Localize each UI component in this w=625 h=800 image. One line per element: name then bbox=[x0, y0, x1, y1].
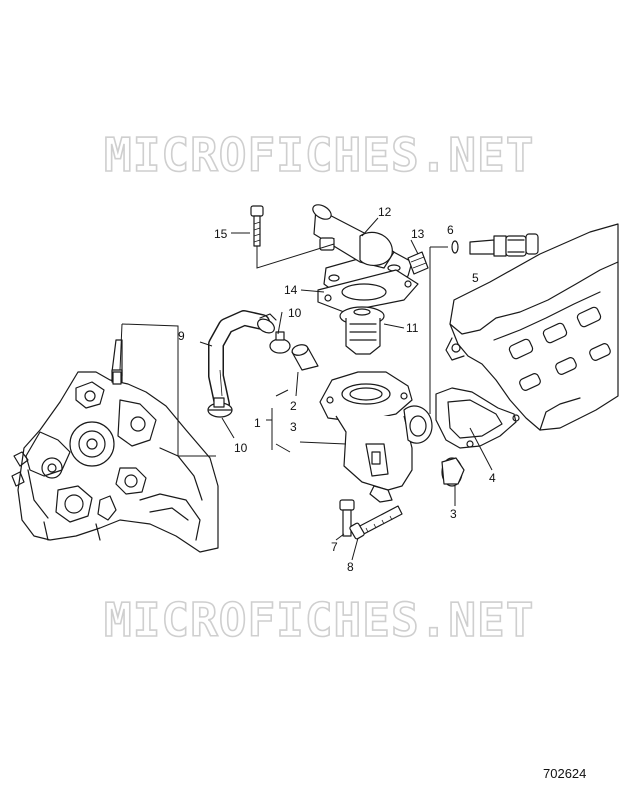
hose-part-9 bbox=[208, 310, 270, 412]
hose-fitting-part-2 bbox=[291, 344, 319, 371]
temperature-sensor-part-5 bbox=[469, 233, 539, 257]
bolt-part-15 bbox=[250, 205, 264, 247]
callout-8: 8 bbox=[347, 560, 354, 574]
callout-3-lower: 3 bbox=[450, 507, 457, 521]
thermostat-part-11 bbox=[339, 306, 385, 355]
callout-13: 13 bbox=[411, 227, 425, 241]
callout-14: 14 bbox=[284, 283, 298, 297]
seal-part-6 bbox=[451, 240, 459, 254]
plug-part-3 bbox=[441, 457, 465, 487]
leader-lines bbox=[119, 217, 493, 561]
callout-12: 12 bbox=[378, 205, 392, 219]
watermark-bottom: MICROFICHES.NET bbox=[104, 593, 534, 647]
callout-3-upper: 3 bbox=[290, 420, 297, 434]
hose-clamp-upper-part-10 bbox=[257, 313, 291, 354]
callout-1: 1 bbox=[254, 416, 261, 430]
callout-10-upper: 10 bbox=[288, 306, 302, 320]
gasket-part-14 bbox=[317, 269, 419, 313]
gasket-part-4 bbox=[435, 387, 520, 449]
callout-7: 7 bbox=[331, 540, 338, 554]
stud-part-13 bbox=[407, 251, 429, 275]
engine-fitting bbox=[112, 371, 122, 385]
callout-9: 9 bbox=[178, 329, 185, 343]
callout-2: 2 bbox=[290, 399, 297, 413]
bolt-part-8 bbox=[349, 505, 403, 540]
watermark-top: MICROFICHES.NET bbox=[104, 128, 534, 182]
callout-6: 6 bbox=[447, 223, 454, 237]
figure-number: 702624 bbox=[543, 766, 586, 781]
callout-10-lower: 10 bbox=[234, 441, 248, 455]
hose-clamp-lower-part-10 bbox=[207, 397, 233, 418]
callout-15: 15 bbox=[214, 227, 228, 241]
thermostat-housing bbox=[319, 371, 433, 503]
exhaust-manifold-illustration bbox=[445, 223, 619, 431]
callout-5: 5 bbox=[472, 271, 479, 285]
callout-11: 11 bbox=[406, 321, 419, 335]
callout-4: 4 bbox=[489, 471, 496, 485]
bolt-part-7 bbox=[339, 499, 355, 537]
